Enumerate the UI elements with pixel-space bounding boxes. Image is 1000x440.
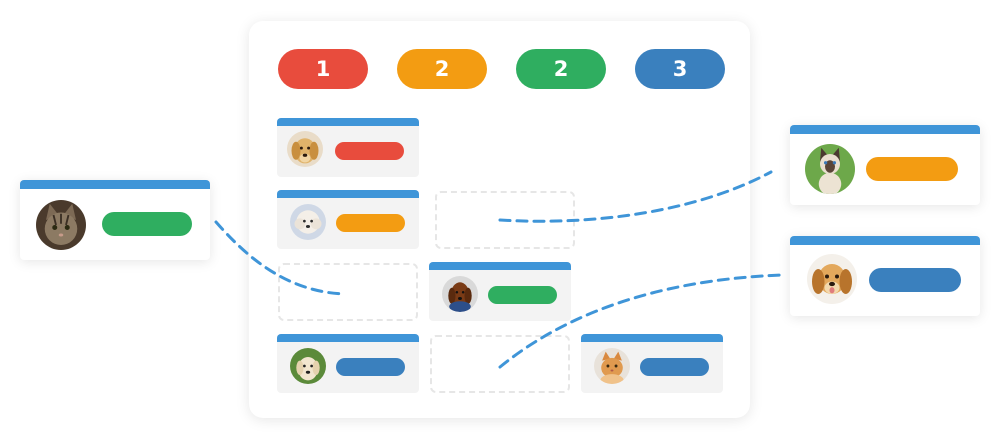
card-header-bar <box>277 190 419 198</box>
card-header-bar <box>581 334 723 342</box>
column-3-count-pill[interactable]: 2 <box>516 49 606 89</box>
green-label-tag <box>488 286 557 304</box>
blue-label-tag <box>336 358 405 376</box>
white-poodle-avatar <box>290 204 326 240</box>
card-golden-retriever[interactable] <box>277 118 419 177</box>
siamese-cat-avatar <box>805 144 855 194</box>
orange-cat-avatar <box>594 348 630 384</box>
floating-card-siamese-cat[interactable] <box>790 125 980 205</box>
drop-slot[interactable] <box>278 263 418 321</box>
green-label-tag <box>102 212 192 236</box>
golden-retriever-avatar <box>287 131 323 167</box>
card-dachshund[interactable] <box>429 262 571 321</box>
blue-label-tag <box>869 268 961 292</box>
drop-slot[interactable] <box>430 335 570 393</box>
golden-puppy-avatar <box>807 254 857 304</box>
card-header-bar <box>20 180 210 189</box>
floating-card-golden-puppy[interactable] <box>790 236 980 316</box>
column-1-count-pill[interactable]: 1 <box>278 49 368 89</box>
column-4-count-pill[interactable]: 3 <box>635 49 725 89</box>
card-header-bar <box>790 236 980 245</box>
card-orange-cat[interactable] <box>581 334 723 393</box>
card-header-bar <box>277 334 419 342</box>
drop-slot[interactable] <box>435 191 575 249</box>
labrador-avatar <box>290 348 326 384</box>
red-label-tag <box>335 142 404 160</box>
orange-label-tag <box>866 157 958 181</box>
card-header-bar <box>790 125 980 134</box>
card-white-poodle[interactable] <box>277 190 419 249</box>
column-2-count-pill[interactable]: 2 <box>397 49 487 89</box>
card-labrador[interactable] <box>277 334 419 393</box>
card-header-bar <box>277 118 419 126</box>
tabby-cat-avatar <box>36 200 86 250</box>
dachshund-avatar <box>442 276 478 312</box>
floating-card-tabby-cat[interactable] <box>20 180 210 260</box>
orange-label-tag <box>336 214 405 232</box>
blue-label-tag <box>640 358 709 376</box>
card-header-bar <box>429 262 571 270</box>
